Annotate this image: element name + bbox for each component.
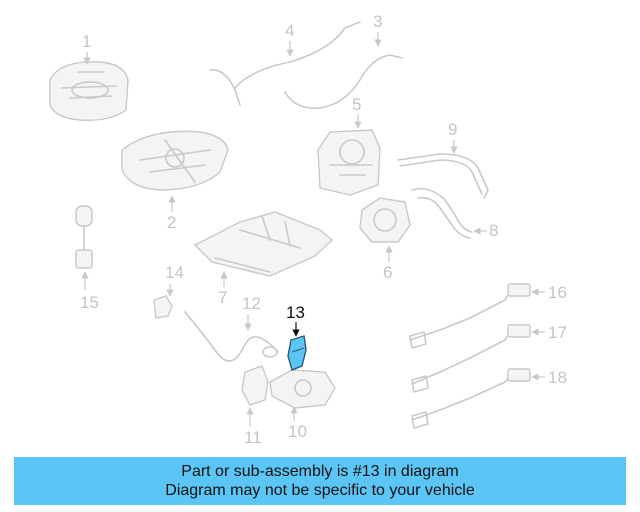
callout-13: 13 (286, 303, 305, 322)
callout-4: 4 (285, 21, 294, 40)
callout-8: 8 (489, 221, 498, 240)
banner-line-1: Part or sub-assembly is #13 in diagram (181, 463, 459, 480)
parts-diagram: 1 2 3 4 5 6 7 8 (49, 12, 567, 447)
part-16-o2-sensor[interactable] (409, 283, 531, 349)
part-15-sensor[interactable] (75, 205, 93, 269)
part-2-shield[interactable] (121, 130, 229, 191)
callout-10: 10 (288, 422, 307, 441)
part-9-hose[interactable] (397, 153, 489, 199)
callout-17: 17 (548, 323, 567, 342)
part-6-pump[interactable] (359, 197, 411, 243)
callout-1: 1 (82, 32, 91, 51)
callout-16: 16 (548, 283, 567, 302)
part-17-o2-sensor[interactable] (411, 324, 531, 393)
part-5-valve[interactable] (317, 129, 381, 196)
part-14-bracket[interactable] (153, 295, 173, 319)
part-7-manifold[interactable] (193, 211, 334, 277)
callout-6: 6 (383, 263, 392, 282)
callout-12: 12 (242, 294, 261, 313)
callout-5: 5 (352, 95, 361, 114)
part-3-hose[interactable] (284, 54, 403, 109)
part-13-sensor[interactable] (287, 335, 307, 371)
part-10-bracket[interactable] (269, 369, 336, 409)
banner-line-2: Diagram may not be specific to your vehi… (165, 482, 475, 499)
part-1-cover[interactable] (49, 61, 129, 121)
part-12-tube[interactable] (184, 311, 279, 362)
callout-11: 11 (244, 428, 262, 447)
part-4-hose[interactable] (209, 21, 361, 106)
part-18-o2-sensor[interactable] (411, 368, 531, 429)
callout-9: 9 (448, 120, 457, 139)
callout-3: 3 (373, 12, 382, 31)
callout-15: 15 (80, 293, 99, 312)
info-banner: Part or sub-assembly is #13 in diagram D… (14, 457, 626, 505)
callout-18: 18 (548, 368, 567, 387)
callout-14: 14 (165, 263, 184, 282)
part-8-hose[interactable] (411, 187, 473, 239)
part-11-gasket[interactable] (241, 365, 269, 406)
callout-7: 7 (218, 288, 227, 307)
callout-2: 2 (167, 213, 176, 232)
